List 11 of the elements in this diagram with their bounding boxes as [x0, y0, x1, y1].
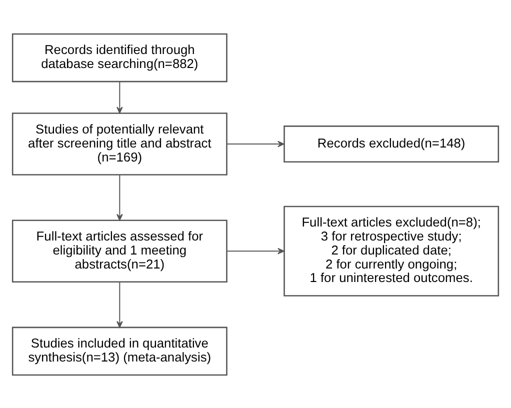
arrow	[226, 247, 284, 254]
node-box: Studies included in quantitative synthesis(n=13) (meta-analysis)	[12, 326, 228, 376]
node-box: Records identified through database searching(n=882)	[12, 32, 228, 82]
arrow	[116, 174, 123, 220]
arrow	[226, 140, 284, 147]
node-box: Studies of potentially relevant after screening title and abstract (n=169)	[12, 112, 228, 175]
node-box: Full-text articles assessed for eligibility and 1 meeting abstracts(n=21)	[12, 219, 228, 282]
arrow	[116, 80, 123, 113]
node-box: Records excluded(n=148)	[284, 125, 500, 162]
node-box: Full-text articles excluded(n=8); 3 for retrospective study; 2 for duplicated date; 2 for currently ongoing; 1 for uninterested outcomes.	[284, 205, 500, 296]
arrow	[116, 280, 123, 328]
